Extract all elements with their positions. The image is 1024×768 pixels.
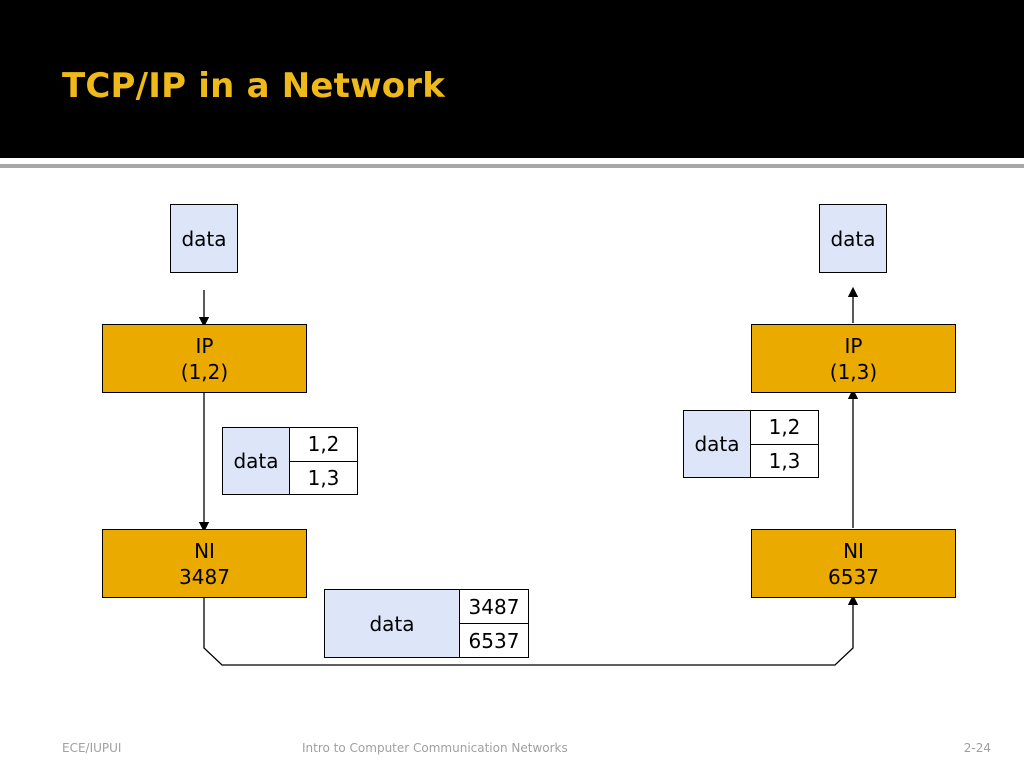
sender-data-box: data: [170, 204, 238, 273]
ip-packet-sender-header: 1,2 1,3: [290, 428, 357, 494]
ip-packet-sender-dst: 1,3: [290, 460, 357, 495]
header-divider: [0, 158, 1024, 164]
footer-page-number: 2-24: [963, 741, 991, 755]
sender-ni-layer: NI 3487: [102, 529, 307, 598]
link-frame-src: 3487: [468, 594, 520, 619]
receiver-ip-address: (1,3): [829, 359, 878, 384]
receiver-ni-address: 6537: [828, 564, 879, 589]
ip-packet-receiver-src: 1,2: [768, 415, 801, 440]
ip-packet-sender-data: data: [223, 428, 290, 494]
link-cable: [203, 594, 859, 666]
ip-packet-receiver-header: 1,2 1,3: [751, 411, 818, 477]
footer-center: Intro to Computer Communication Networks: [302, 741, 568, 755]
receiver-ip-layer: IP (1,3): [751, 324, 956, 393]
ip-packet-receiver-data: data: [684, 411, 751, 477]
header-divider-shadow: [0, 164, 1024, 168]
footer-left: ECE/IUPUI: [62, 741, 122, 755]
receiver-ni-name: NI: [843, 538, 864, 563]
sender-ni-name: NI: [194, 538, 215, 563]
receiver-data-box: data: [819, 204, 887, 273]
receiver-ip-name: IP: [844, 333, 863, 358]
receiver-ni-layer: NI 6537: [751, 529, 956, 598]
slide-title: TCP/IP in a Network: [62, 66, 446, 106]
receiver-data-label: data: [830, 226, 876, 251]
link-frame-dst: 6537: [460, 623, 528, 657]
ip-packet-sender-src: 1,2: [307, 432, 340, 457]
slide-header: [0, 0, 1024, 158]
sender-ip-layer: IP (1,2): [102, 324, 307, 393]
ip-packet-sender: data 1,2 1,3: [222, 427, 358, 495]
link-frame: data 3487 6537: [324, 589, 529, 658]
sender-ip-name: IP: [195, 333, 214, 358]
sender-data-label: data: [181, 226, 227, 251]
sender-ip-address: (1,2): [180, 359, 229, 384]
ip-packet-receiver-dst: 1,3: [751, 443, 818, 478]
link-frame-header: 3487 6537: [460, 590, 528, 657]
ip-packet-receiver: data 1,2 1,3: [683, 410, 819, 478]
sender-ni-address: 3487: [179, 564, 230, 589]
link-frame-data: data: [325, 590, 460, 657]
